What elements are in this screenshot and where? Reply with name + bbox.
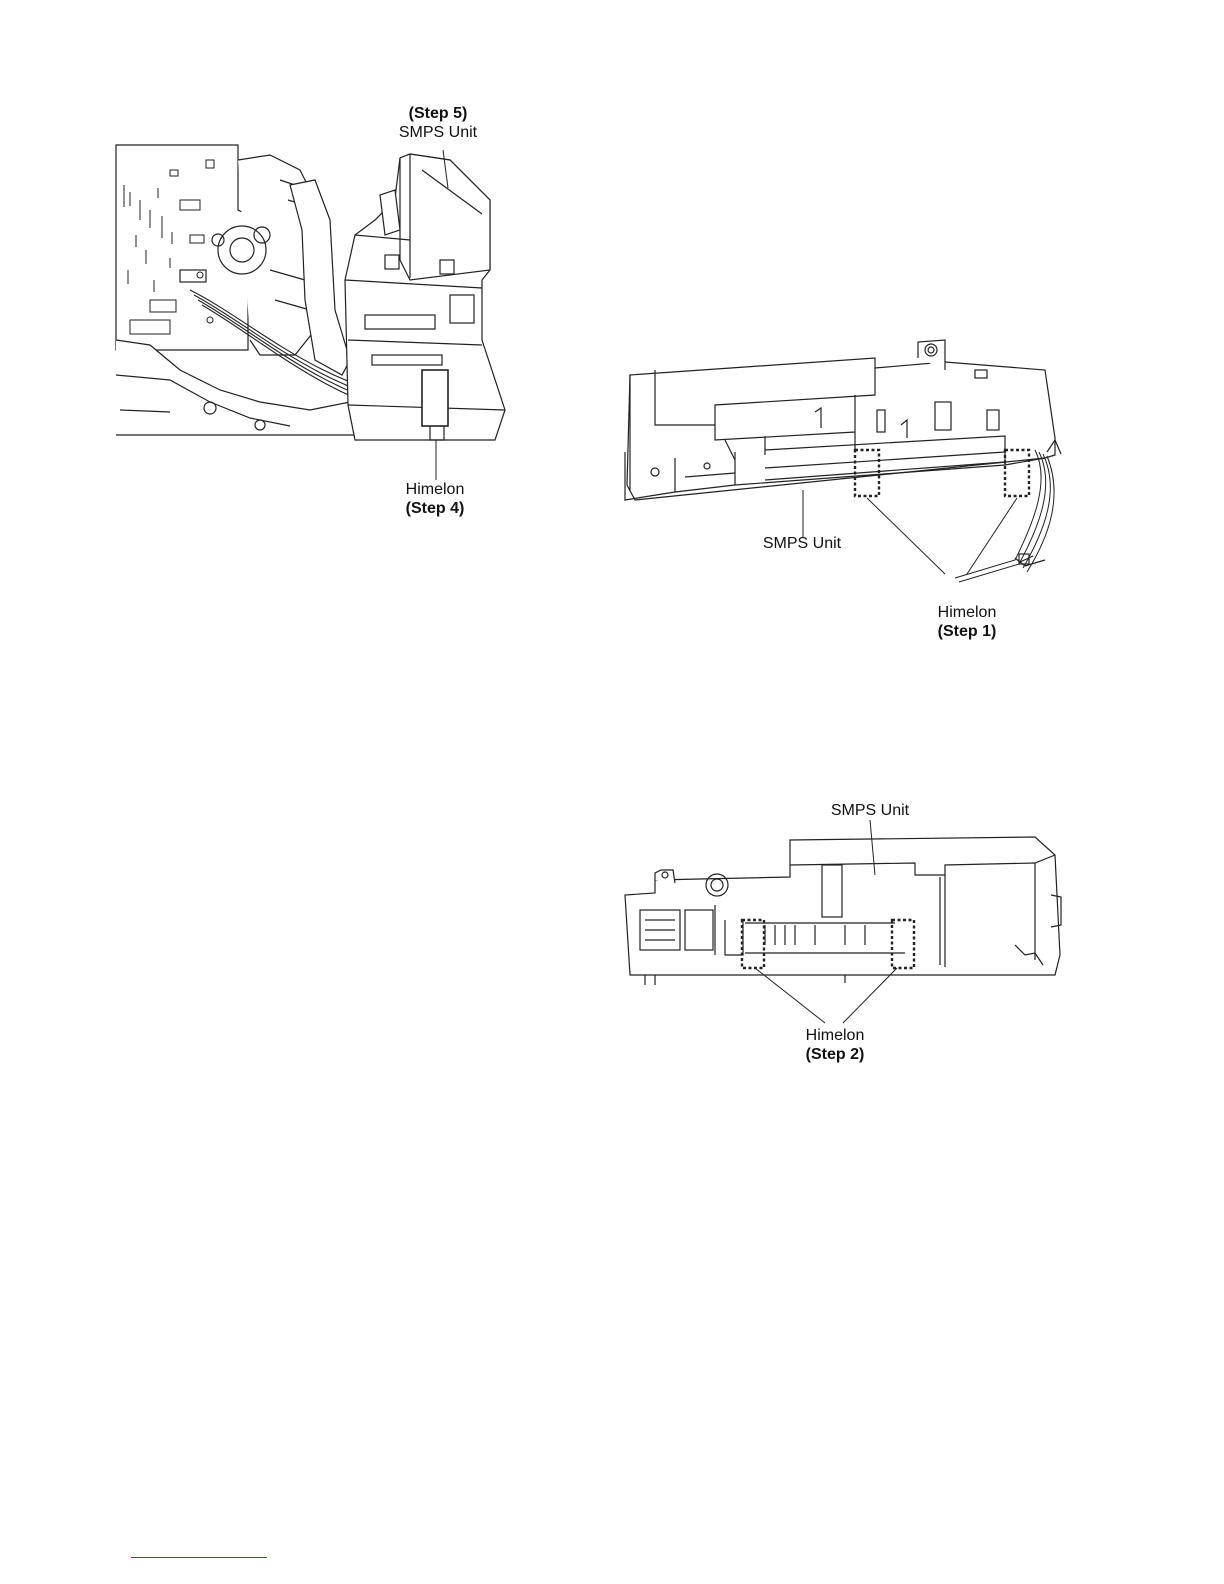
right-bottom-himelon-label: Himelon (Step 2) — [780, 1026, 890, 1064]
leader-line-himelon-step2-b — [843, 968, 897, 1023]
left-smps-step: (Step 5) — [378, 104, 498, 123]
right-bottom-smps-label: SMPS Unit — [810, 801, 930, 820]
right-top-smps-label: SMPS Unit — [742, 534, 862, 553]
right-bottom-himelon-name: Himelon — [780, 1026, 890, 1045]
right-bottom-himelon-step: (Step 2) — [780, 1045, 890, 1064]
himelon-tape-step4 — [422, 370, 448, 426]
right-top-himelon-name: Himelon — [912, 603, 1022, 622]
left-smps-name: SMPS Unit — [378, 123, 498, 142]
right-bottom-assembly-drawing — [615, 825, 1070, 1035]
right-top-himelon-label: Himelon (Step 1) — [912, 603, 1022, 641]
left-himelon-name: Himelon — [380, 480, 490, 499]
top-tab — [822, 865, 842, 917]
right-top-assembly-drawing — [615, 340, 1065, 610]
right-top-himelon-step: (Step 1) — [912, 622, 1022, 641]
leader-line-himelon-step1-a — [867, 498, 945, 574]
left-assembly-drawing — [110, 140, 530, 445]
left-himelon-label: Himelon (Step 4) — [380, 480, 490, 518]
right-top-smps-name: SMPS Unit — [742, 534, 862, 553]
leader-line-himelon-step1-b — [967, 498, 1017, 574]
left-smps-label: (Step 5) SMPS Unit — [378, 104, 498, 142]
smps-top-cover — [400, 154, 490, 280]
footer-rule — [131, 1557, 267, 1558]
smps-housing-top — [627, 358, 1055, 500]
right-bottom-smps-name: SMPS Unit — [810, 801, 930, 820]
leader-line-himelon-step2-a — [755, 968, 825, 1023]
left-himelon-step: (Step 4) — [380, 499, 490, 518]
